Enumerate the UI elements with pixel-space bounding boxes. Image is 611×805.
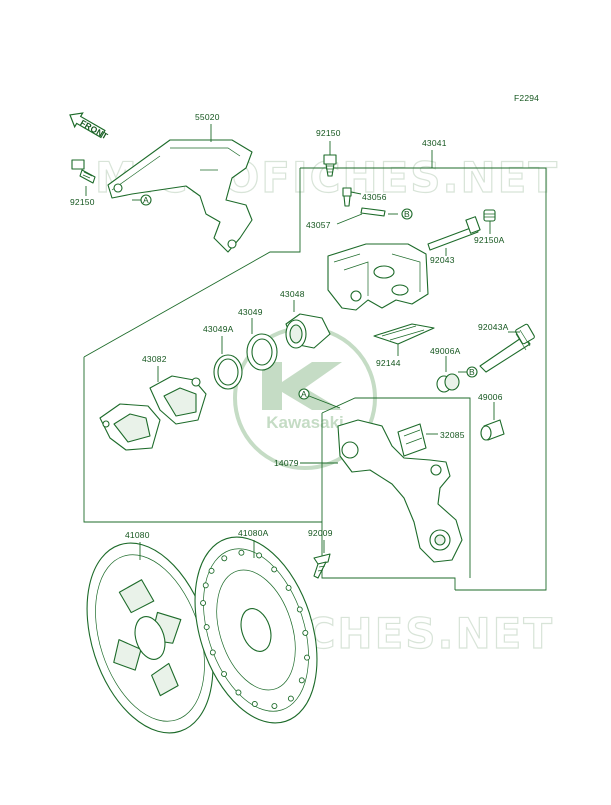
part-caliper-body [327, 243, 429, 311]
part-92144-spring [373, 323, 435, 345]
assembly-frame-bracket [321, 397, 471, 590]
svg-text:B: B [469, 367, 475, 377]
svg-text:Kawasaki: Kawasaki [266, 413, 344, 432]
label-43082: 43082 [142, 354, 167, 364]
label-92043: 92043 [430, 255, 455, 265]
label-43056: 43056 [362, 192, 387, 202]
label-43049: 43049 [238, 307, 263, 317]
label-92144: 92144 [376, 358, 401, 368]
svg-text:FRONT: FRONT [79, 118, 111, 142]
label-43048: 43048 [280, 289, 305, 299]
label-41080: 41080 [125, 530, 150, 540]
assembly-frame-caliper [300, 167, 547, 591]
callout-a-1: A [143, 195, 149, 205]
label-92009: 92009 [308, 528, 333, 538]
label-55020: 55020 [195, 112, 220, 122]
svg-text:B: B [404, 209, 410, 219]
part-49006-boot [480, 419, 505, 441]
part-41080-brake-disc [86, 542, 214, 734]
front-arrow-icon: FRONT [69, 112, 111, 142]
label-49006a: 49006A [430, 346, 461, 356]
part-49006a-boot: B [436, 366, 478, 393]
part-43049a-seal [213, 354, 243, 390]
part-43057-spring: B [336, 207, 413, 225]
part-32085-slider [397, 423, 427, 457]
diagram-code: F2294 [514, 93, 539, 103]
label-92150a: 92150A [474, 235, 505, 245]
part-41080a-brake-disc [194, 536, 318, 724]
label-92150-top: 92150 [316, 128, 341, 138]
part-43049-seal [246, 333, 278, 371]
assembly-frame-pads [83, 168, 322, 523]
part-92150a-cap [483, 209, 496, 222]
part-92150-bolt-left [71, 159, 96, 184]
label-41080a: 41080A [238, 528, 269, 538]
part-55020-caliper-guard [107, 139, 253, 253]
label-92150-left: 92150 [70, 197, 95, 207]
label-92043a: 92043A [478, 322, 509, 332]
callout-a-2: A [301, 389, 307, 399]
part-43056-bleeder [342, 187, 362, 207]
part-92043-pin [427, 216, 481, 251]
label-32085: 32085 [440, 430, 465, 440]
label-43041: 43041 [422, 138, 447, 148]
part-92043a-pin [479, 323, 535, 373]
part-43082-brake-pads [99, 375, 207, 451]
part-14079-caliper-bracket [337, 419, 463, 563]
part-43048-piston [285, 313, 331, 349]
part-92009-screw [313, 553, 331, 579]
label-43057: 43057 [306, 220, 331, 230]
label-43049a: 43049A [203, 324, 234, 334]
label-49006: 49006 [478, 392, 503, 402]
label-14079: 14079 [274, 458, 299, 468]
